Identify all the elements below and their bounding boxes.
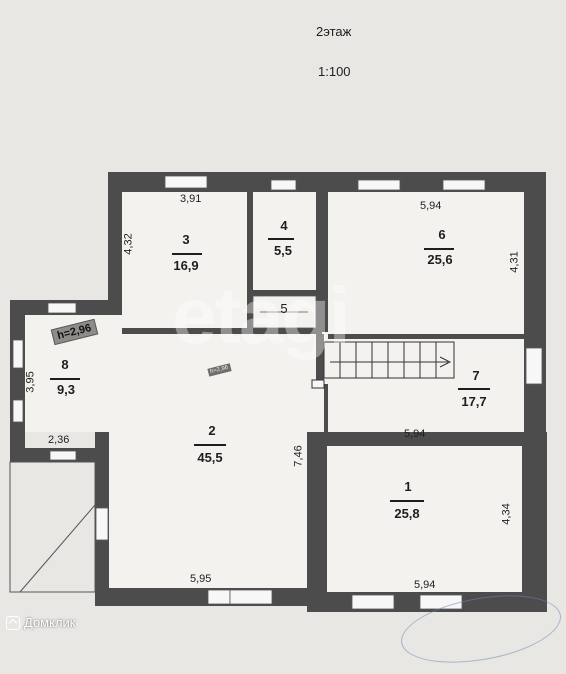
floor-room2-lower: [109, 432, 307, 588]
home-icon: [6, 615, 20, 630]
floor-label: 2этаж: [316, 24, 352, 39]
dim-room1-width: 5,94: [414, 579, 436, 591]
room-8-number: 8: [61, 357, 69, 372]
window-room2-bottom-b: [229, 589, 273, 605]
room-2-fraction-line: [194, 444, 226, 446]
window-room8-left-a: [12, 339, 24, 369]
watermark-logo: etagi: [172, 271, 351, 360]
room-7-area: 17,7: [461, 394, 487, 409]
lower-left-area: [9, 461, 96, 593]
room-2-number: 2: [208, 423, 216, 438]
dim-room6-height: 4,31: [508, 251, 521, 273]
room-2-area: 45,5: [197, 450, 223, 465]
dim-room3-height: 4,32: [122, 233, 135, 255]
floor-room1: [327, 446, 522, 592]
wall-room1-right: [522, 432, 547, 612]
interior-walls: [95, 192, 524, 436]
wall-room1-top: [307, 432, 547, 446]
wall-room1-left: [307, 432, 327, 606]
wall-room2-top-left: [95, 432, 109, 436]
room-5-number: 5: [280, 301, 288, 316]
wall-left: [10, 300, 25, 460]
balcony-area: [9, 461, 96, 593]
dim-room2-height: 7,46: [292, 445, 305, 467]
room5-details: [252, 295, 317, 329]
window-room8-left-b: [12, 399, 24, 423]
dim-room3-width: 3,91: [180, 193, 202, 205]
window-room8-top: [47, 302, 77, 314]
room-8-fraction-line: [50, 378, 80, 380]
wall-room7-left: [324, 384, 328, 432]
window-room2-left: [95, 507, 109, 541]
room-7-fraction-line: [458, 388, 490, 390]
wall-4-5: [247, 290, 322, 296]
brand-label: Домклик: [24, 615, 76, 630]
floor-plan-drawing: [9, 172, 547, 612]
wall-upper-bottom-left: [122, 328, 322, 334]
windows: [12, 175, 543, 610]
room-3-area: 16,9: [173, 258, 199, 273]
window-room2-bottom-a: [207, 589, 231, 605]
wall-top: [108, 172, 546, 192]
wall-upper-left: [108, 172, 122, 342]
dim-room8-width: 2,36: [48, 434, 70, 446]
wall-stair-left: [316, 334, 324, 384]
wall-3-4: [247, 192, 253, 332]
stair-arrow-head: [439, 356, 452, 368]
dim-room8-height: 3,95: [24, 371, 37, 393]
room-4-fraction-line: [268, 238, 294, 240]
dim-room7-width: 5,94: [404, 428, 426, 440]
staircase: [311, 341, 455, 389]
dim-room1-height: 4,34: [500, 503, 513, 525]
dim-room2-width: 5,95: [190, 573, 212, 585]
room-7-number: 7: [472, 368, 480, 383]
brand-watermark: Домклик: [6, 615, 76, 630]
balcony-diagonal: [19, 504, 96, 593]
floor-plan-page: etagi 2этаж 1:100 3,91 4,32 5,94 4,31 3,…: [0, 0, 566, 639]
window-room1-a: [351, 594, 395, 610]
wall-4-6: [316, 192, 328, 332]
room-3-number: 3: [182, 232, 190, 247]
stair-outline: [323, 341, 455, 379]
room-1-number: 1: [404, 479, 412, 494]
room-4-area: 5,5: [273, 243, 293, 258]
room-6-number: 6: [438, 227, 446, 242]
window-room8-bottom: [49, 450, 77, 461]
window-room4: [270, 179, 297, 191]
room5-outline: [252, 295, 317, 329]
window-room7: [525, 347, 543, 385]
window-room1-b: [419, 594, 463, 610]
scale-label: 1:100: [318, 64, 351, 79]
room-8-area: 9,3: [56, 382, 76, 397]
dim-room6-width: 5,94: [420, 200, 442, 212]
wall-right-upper: [524, 172, 546, 444]
wall-6-bottom: [328, 334, 524, 339]
window-room6-b: [442, 179, 486, 191]
window-room3: [164, 175, 208, 189]
window-room6-a: [357, 179, 401, 191]
room-6-fraction-line: [424, 248, 454, 250]
room-1-area: 25,8: [394, 506, 420, 521]
room-1-fraction-line: [390, 500, 424, 502]
room-3-fraction-line: [172, 253, 202, 255]
room-6-area: 25,6: [427, 252, 453, 267]
room-4-number: 4: [280, 218, 288, 233]
